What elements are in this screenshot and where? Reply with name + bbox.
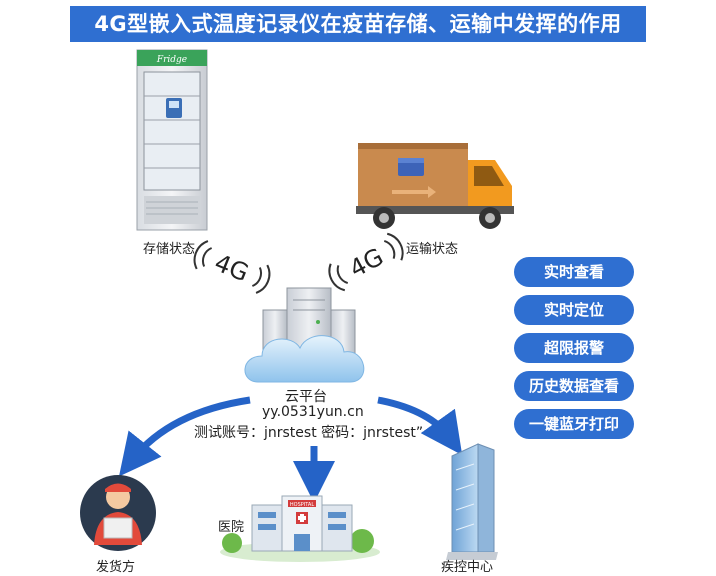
feature-list: 实时查看 实时定位 超限报警 历史数据查看 一键蓝牙打印 <box>514 257 634 447</box>
signal-4g-storage: 4G <box>193 240 271 294</box>
signal-4g-transport: 4G <box>328 232 404 292</box>
feature-overlimit-alarm: 超限报警 <box>514 333 634 363</box>
platform-url: yy.0531yun.cn <box>262 404 364 420</box>
hospital-sign: HOSPITAL <box>290 502 314 508</box>
hospital-icon: HOSPITAL <box>220 495 380 562</box>
hospital-label: 医院 <box>218 520 245 535</box>
feature-realtime-view: 实时查看 <box>514 257 634 287</box>
test-account-info: 测试账号：jnrstest 密码：jnrstest” <box>194 425 424 441</box>
feature-bluetooth-print: 一键蓝牙打印 <box>514 409 634 439</box>
shipper-icon <box>80 475 156 551</box>
feature-realtime-location: 实时定位 <box>514 295 634 325</box>
cloud-platform-label: 云平台 <box>285 389 327 405</box>
shipper-label: 发货方 <box>96 560 136 575</box>
signal-text: 4G <box>211 249 253 288</box>
feature-history-data: 历史数据查看 <box>514 371 634 401</box>
cdc-building-icon <box>446 443 498 560</box>
signal-text: 4G <box>345 243 388 284</box>
fridge-icon: Fridge <box>136 49 208 231</box>
storage-label: 存储状态 <box>143 242 196 257</box>
cdc-label: 疾控中心 <box>441 560 494 575</box>
transport-label: 运输状态 <box>406 242 459 257</box>
truck-icon <box>356 143 514 229</box>
fridge-brand: Fridge <box>156 55 187 65</box>
page-title: 4G型嵌入式温度记录仪在疫苗存储、运输中发挥的作用 <box>70 6 646 42</box>
server-cloud-icon <box>244 287 365 383</box>
distribution-arrows <box>118 396 463 503</box>
